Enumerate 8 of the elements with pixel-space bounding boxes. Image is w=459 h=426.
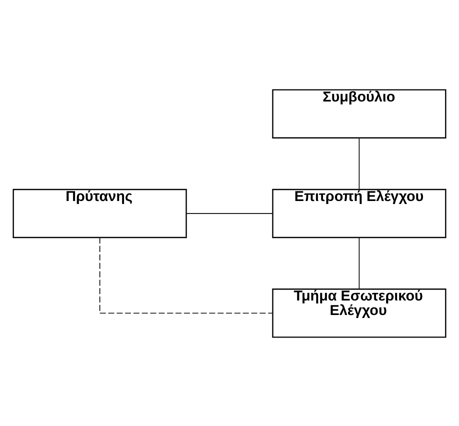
connector <box>358 136 360 190</box>
node-box: Πρύτανης <box>12 188 187 238</box>
node-box: Τμήμα Εσωτερικού Ελέγχου <box>272 288 446 338</box>
node-box: Συμβούλιο <box>272 88 446 138</box>
connector <box>358 236 360 289</box>
node-box: Επιτροπή Ελέγχου <box>272 188 446 238</box>
connector <box>186 212 274 214</box>
connector <box>99 236 273 314</box>
